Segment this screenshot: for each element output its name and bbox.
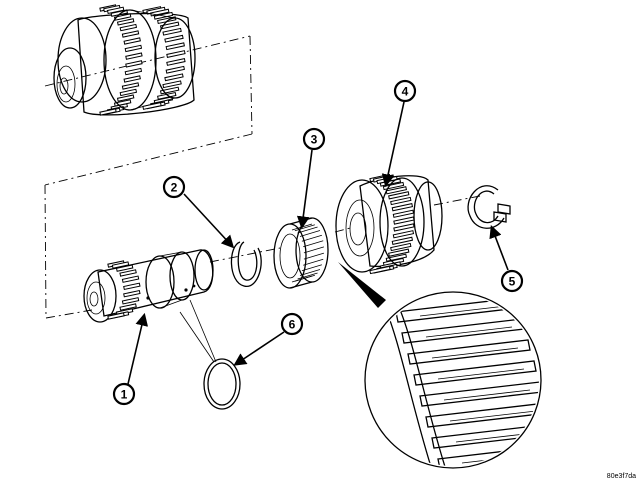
callout-1-label: 1 <box>121 388 128 402</box>
callout-2: 2 <box>162 175 186 199</box>
callout-2-label: 2 <box>171 181 178 195</box>
drive-gear <box>335 173 443 275</box>
callout-6-label: 6 <box>289 318 296 332</box>
bearing-detail-magnified <box>338 262 542 469</box>
output-shaft <box>83 249 214 323</box>
figure-reference-code: 80e3f7da <box>606 473 636 480</box>
needle-bearing <box>273 217 329 289</box>
callout-3-label: 3 <box>311 133 318 147</box>
gear-cluster-upper <box>53 4 196 116</box>
assembly-phantom-lines <box>44 35 481 319</box>
o-ring-seal <box>203 358 241 410</box>
leader-lines <box>127 101 509 385</box>
callout-3: 3 <box>302 127 326 151</box>
callout-5: 5 <box>500 269 524 293</box>
callout-5-label: 5 <box>509 275 516 289</box>
callout-1: 1 <box>112 382 136 406</box>
callout-6: 6 <box>280 312 304 336</box>
callout-4: 4 <box>393 79 417 103</box>
retaining-clip <box>467 185 511 229</box>
snap-ring <box>230 241 262 287</box>
callout-4-label: 4 <box>402 85 409 99</box>
